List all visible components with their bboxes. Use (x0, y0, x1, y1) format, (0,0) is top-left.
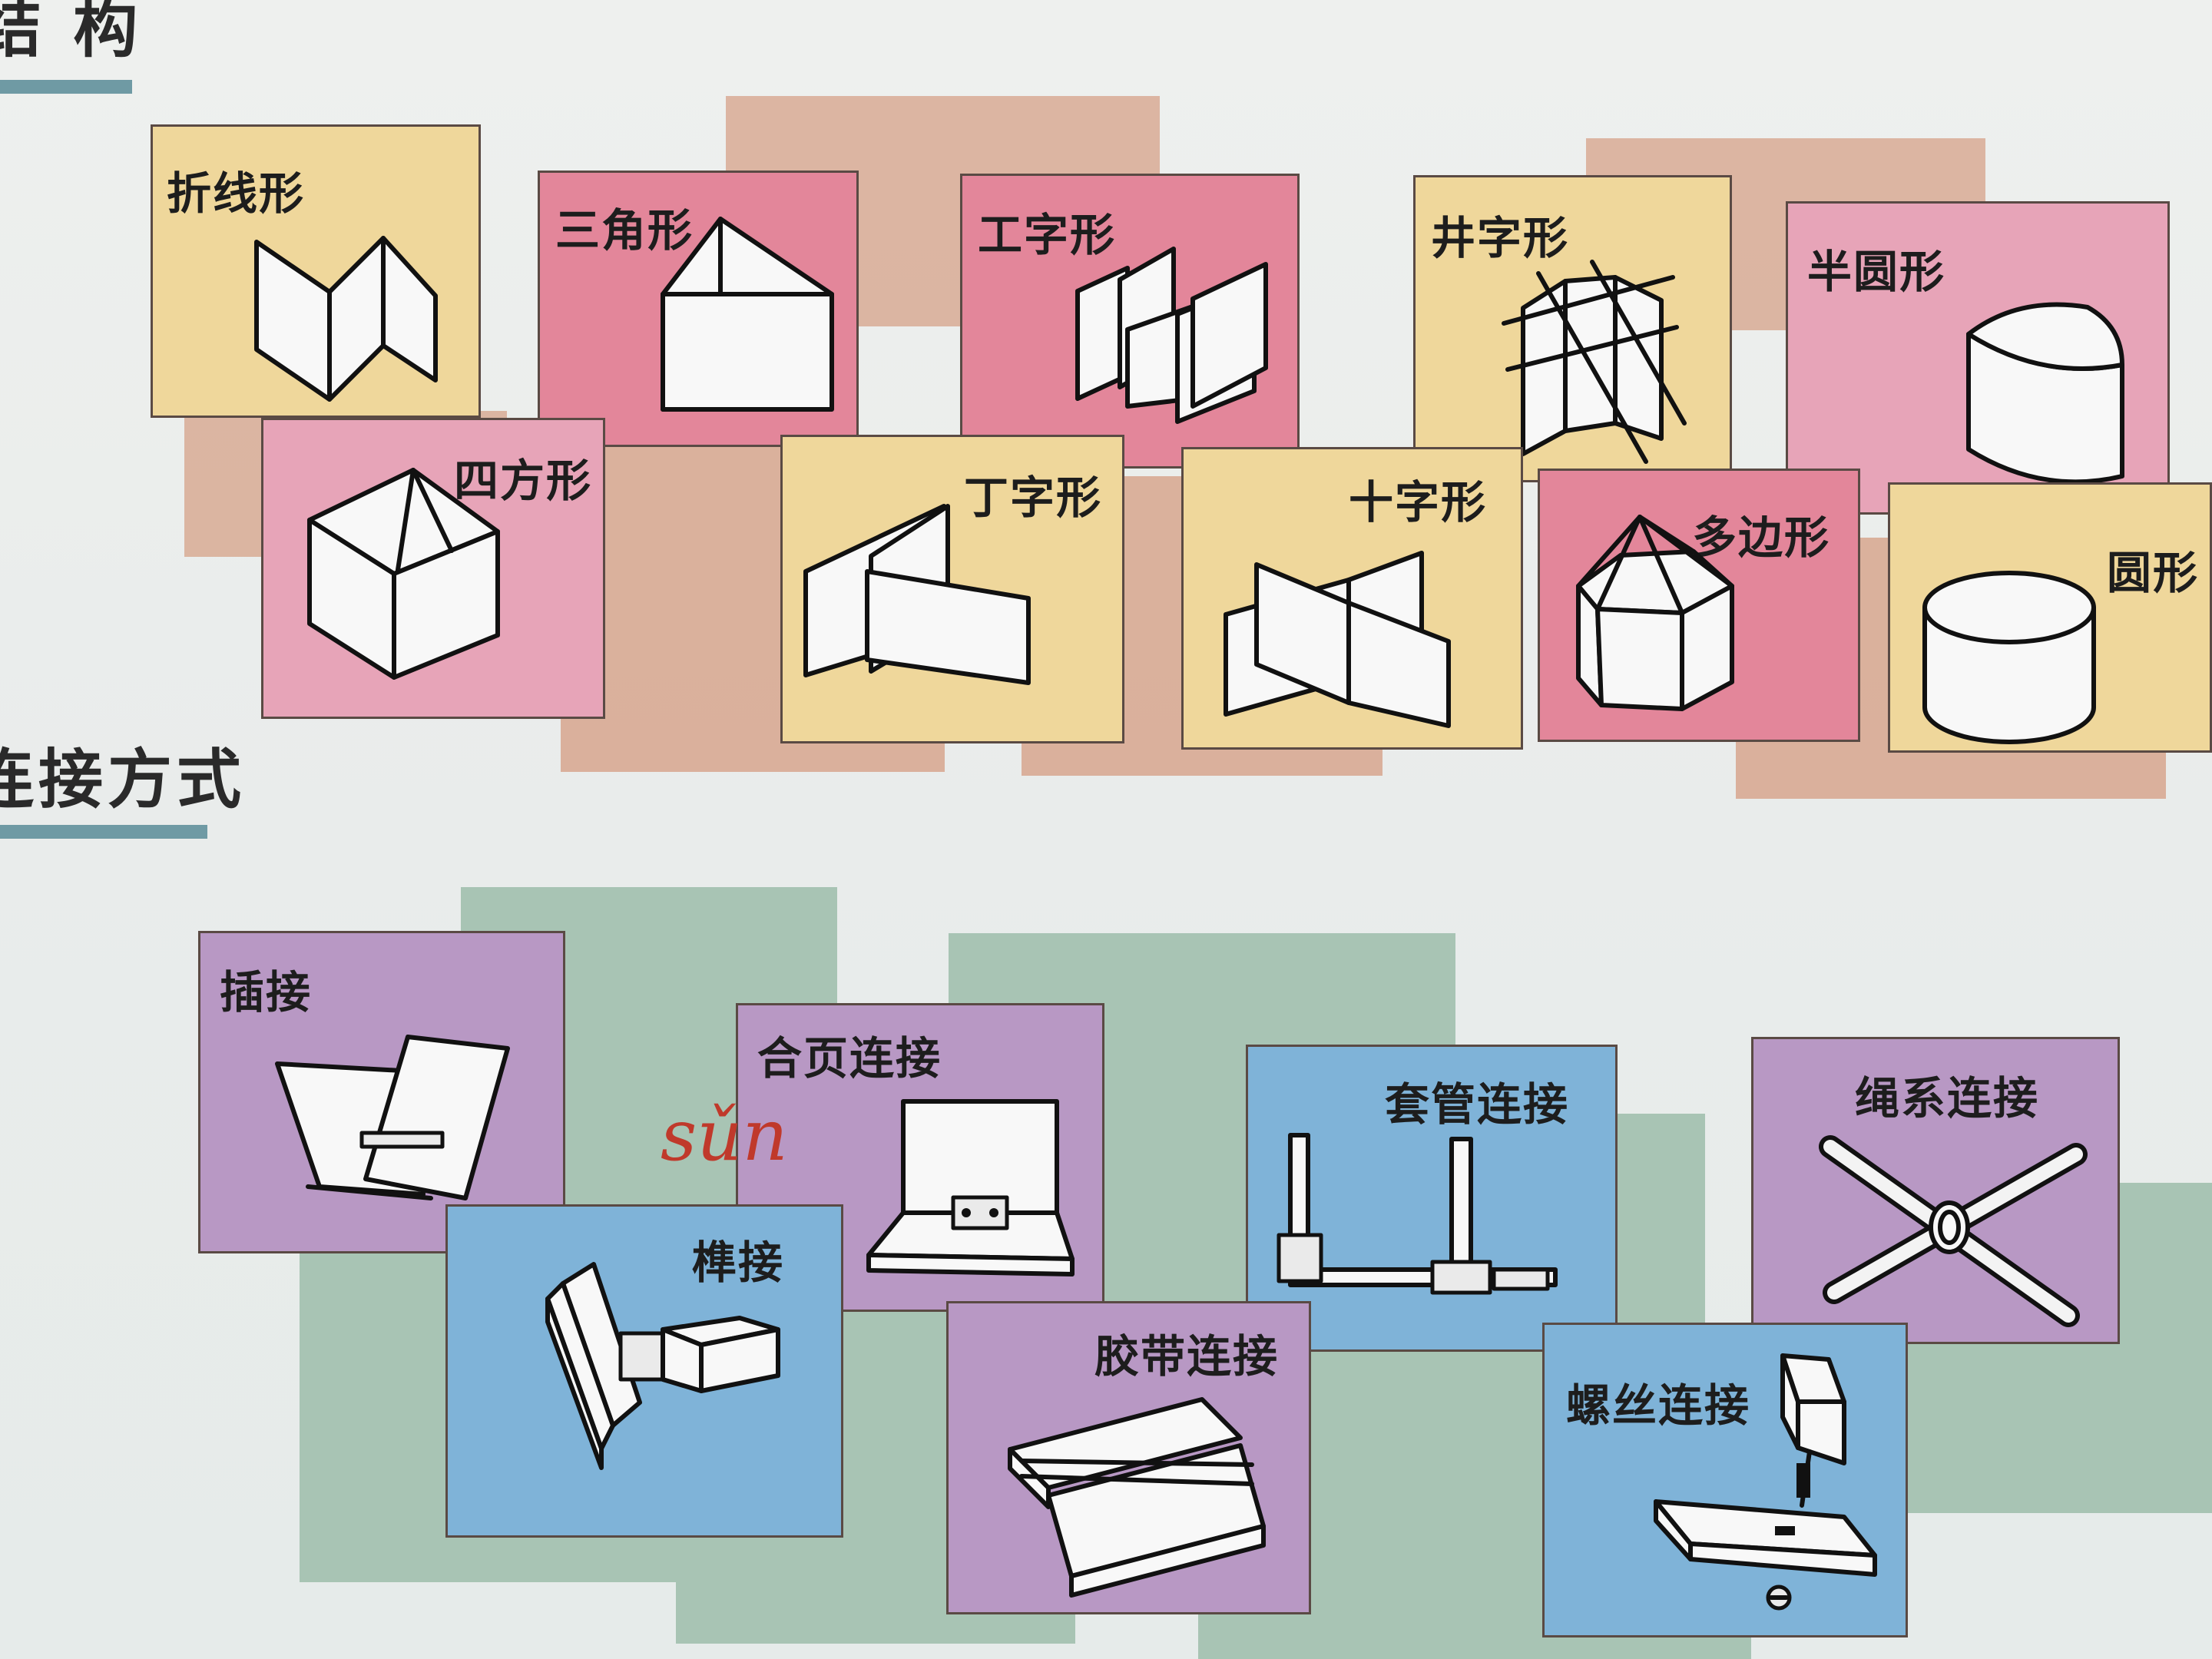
card-sunjie: 榫接 (445, 1204, 843, 1538)
label-jiaodai: 胶带连接 (1094, 1330, 1280, 1382)
label-chajie: 插接 (220, 966, 313, 1018)
i-shape-figure (1075, 247, 1268, 424)
card-banyuan: 半圆形 (1786, 201, 2170, 515)
square-box-figure (307, 468, 500, 680)
label-heye: 合页连接 (757, 1032, 942, 1084)
card-jiaodai: 胶带连接 (946, 1301, 1311, 1614)
label-banyuan: 半圆形 (1807, 246, 1946, 298)
half-cylinder-figure (1966, 302, 2124, 485)
card-taoguan: 套管连接 (1246, 1045, 1618, 1352)
hinge-joint-figure (866, 1099, 1075, 1277)
card-zhexian: 折线形 (151, 124, 481, 418)
handwritten-pinyin-annotation: sǔn (661, 1094, 788, 1177)
label-gongzi: 工字形 (978, 209, 1117, 261)
triangle-prism-figure (661, 217, 834, 412)
polygon-prism-figure (1576, 515, 1734, 711)
card-shizi: 十字形 (1181, 447, 1523, 750)
label-luosi: 螺丝连接 (1566, 1379, 1751, 1432)
card-duobian: 多边形 (1538, 469, 1860, 742)
rope-tie-figure (1819, 1135, 2088, 1327)
slot-joint-figure (275, 1035, 510, 1200)
connection-heading-underline (0, 825, 207, 839)
card-jingzi: 井字形 (1413, 175, 1732, 482)
label-taoguan: 套管连接 (1385, 1078, 1570, 1131)
mortise-tenon-figure (545, 1262, 780, 1470)
structure-heading-underline (0, 80, 132, 94)
connection-heading: 连接方式 (0, 742, 247, 817)
label-zhexian: 折线形 (167, 167, 306, 220)
card-yuan: 圆形 (1888, 482, 2212, 753)
label-yuan: 圆形 (2107, 547, 2200, 599)
cylinder-figure (1922, 571, 2096, 744)
t-shape-figure (803, 504, 1031, 685)
sleeve-joint-figure (1277, 1133, 1558, 1295)
label-sanjiao: 三角形 (555, 204, 694, 257)
cross-shape-figure (1224, 551, 1451, 728)
label-duobian: 多边形 (1692, 512, 1831, 564)
card-chajie: 插接 (198, 931, 565, 1253)
label-sunjie: 榫接 (692, 1237, 785, 1289)
tape-joint-figure (1008, 1397, 1266, 1598)
card-luosi: 螺丝连接 (1542, 1323, 1908, 1637)
label-shengxi: 绳系连接 (1855, 1072, 2040, 1124)
card-sifang: 四方形 (261, 418, 605, 719)
card-gongzi: 工字形 (960, 174, 1300, 469)
label-sifang: 四方形 (454, 455, 593, 507)
card-sanjiao: 三角形 (538, 171, 859, 447)
hash-shape-figure (1502, 260, 1687, 464)
card-shengxi: 绳系连接 (1751, 1037, 2120, 1344)
label-shizi: 十字形 (1349, 476, 1488, 528)
structure-heading: 结 构 (0, 0, 143, 66)
label-dingzi: 丁字形 (964, 472, 1103, 524)
zigzag-fold-figure (254, 236, 438, 402)
label-jingzi: 井字形 (1431, 212, 1570, 264)
card-dingzi: 丁字形 (780, 435, 1124, 743)
screw-joint-figure (1654, 1353, 1877, 1611)
